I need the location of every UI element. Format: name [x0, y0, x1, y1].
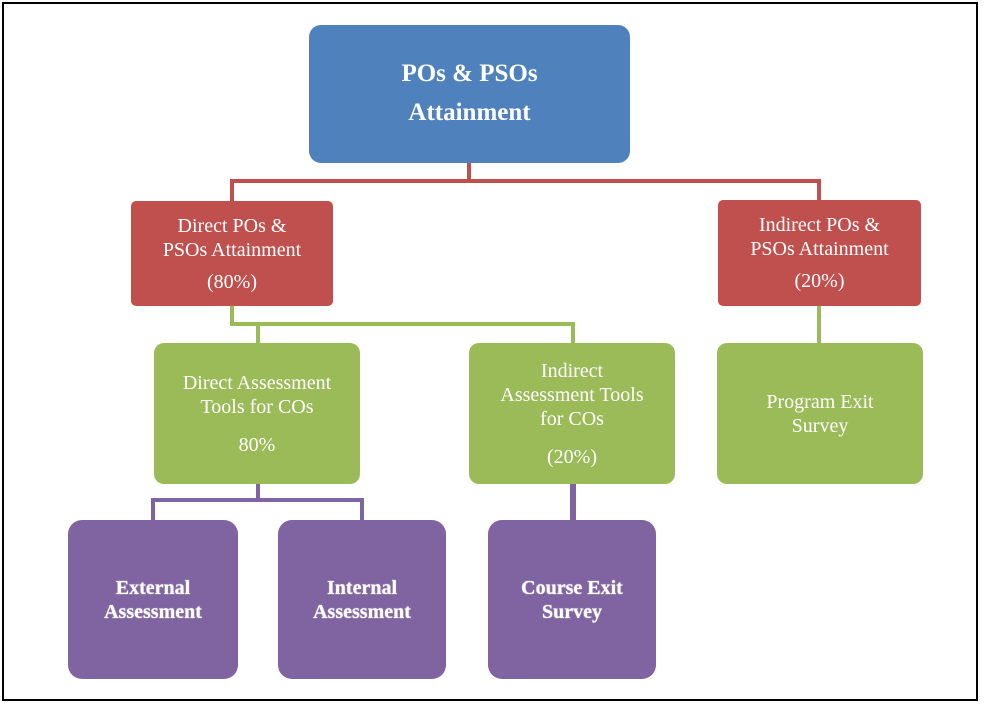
indirect-tools-line2: Assessment Tools — [500, 383, 644, 406]
connector-root-to-indirect — [469, 179, 821, 200]
external-line1: External — [115, 576, 191, 599]
indirect-attainment-node: Indirect POs & PSOs Attainment (20%) — [718, 200, 921, 306]
program-exit-node: Program Exit Survey — [717, 343, 923, 484]
indirect-tools-line1: Indirect — [540, 359, 604, 382]
indirect-pct: (20%) — [794, 270, 845, 292]
direct-attainment-node: Direct POs & PSOs Attainment (80%) — [131, 201, 333, 306]
external-line2: Assessment — [104, 600, 202, 623]
direct-tools-line2: Tools for COs — [200, 395, 314, 418]
course-exit-line2: Survey — [542, 600, 602, 623]
direct-tools-pct: 80% — [238, 433, 276, 456]
indirect-tools-line3: for COs — [540, 407, 604, 430]
direct-pct: (80%) — [207, 270, 257, 293]
indirect-line2: PSOs Attainment — [750, 238, 889, 260]
direct-line2: PSOs Attainment — [162, 238, 302, 261]
direct-tools-node: Direct Assessment Tools for COs 80% — [154, 343, 360, 484]
connector-root-to-direct — [230, 163, 471, 201]
connector-direct-tools-to-external — [151, 484, 260, 520]
root-line2: Attainment — [408, 99, 531, 126]
program-exit-line1: Program Exit — [766, 390, 874, 413]
internal-line2: Assessment — [313, 600, 411, 623]
connector-direct-to-indirect-tools — [258, 322, 575, 343]
indirect-tools-pct: (20%) — [547, 445, 597, 468]
root-node: POs & PSOs Attainment — [309, 25, 630, 163]
direct-tools-line1: Direct Assessment — [182, 371, 332, 394]
direct-line1: Direct POs & — [177, 214, 287, 237]
course-exit-line1: Course Exit — [521, 576, 623, 599]
internal-assessment-node: Internal Assessment — [278, 520, 446, 679]
indirect-line1: Indirect POs & — [758, 214, 881, 236]
root-line1: POs & PSOs — [401, 60, 538, 88]
external-assessment-node: External Assessment — [68, 520, 238, 679]
indirect-tools-node: Indirect Assessment Tools for COs (20%) — [469, 343, 675, 484]
connector-direct-to-direct-tools — [230, 306, 260, 343]
connector-direct-tools-to-internal — [258, 498, 364, 520]
course-exit-node: Course Exit Survey — [488, 520, 656, 679]
program-exit-line2: Survey — [791, 414, 849, 437]
internal-line1: Internal — [327, 576, 397, 599]
